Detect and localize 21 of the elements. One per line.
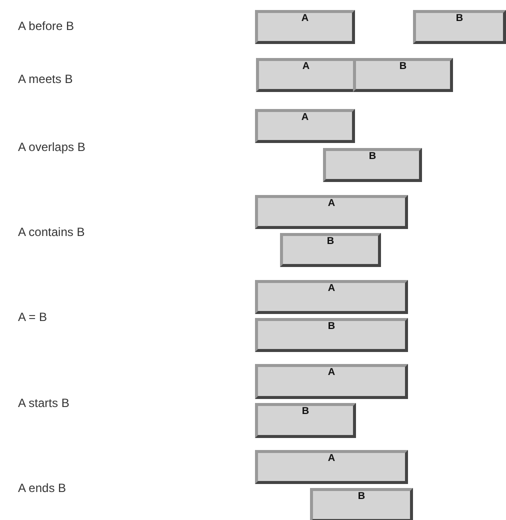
relation-label: A overlaps B — [18, 140, 86, 154]
interval-bar: A — [255, 10, 355, 44]
interval-bar: B — [323, 148, 422, 182]
relation-label: A starts B — [18, 396, 70, 410]
interval-bar: A — [255, 364, 408, 399]
relation-label: A before B — [18, 19, 74, 33]
interval-bar: A — [255, 195, 408, 229]
interval-bar: B — [310, 488, 413, 520]
relation-label: A meets B — [18, 72, 73, 86]
interval-bar: B — [413, 10, 506, 44]
interval-bar: A — [256, 58, 356, 92]
interval-bar: A — [255, 280, 408, 314]
interval-bar: B — [255, 318, 408, 352]
interval-bar: B — [353, 58, 453, 92]
interval-bar: B — [255, 403, 356, 438]
interval-bar: A — [255, 109, 355, 143]
interval-bar: B — [280, 233, 381, 267]
relation-label: A = B — [18, 310, 48, 324]
relation-label: A contains B — [18, 225, 85, 239]
interval-bar: A — [255, 450, 408, 484]
relation-label: A ends B — [18, 481, 66, 495]
